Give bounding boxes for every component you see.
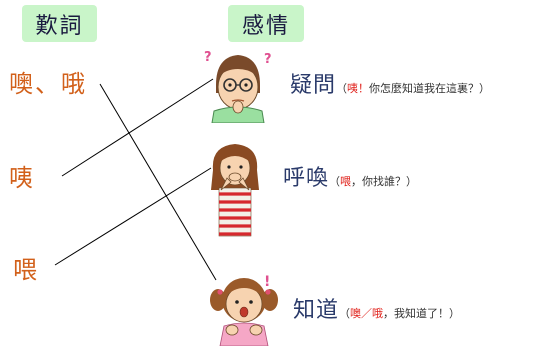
line-ou-o-to-know: [99, 83, 217, 281]
word-ou-o[interactable]: 噢、哦: [9, 70, 87, 98]
example-note: （噢／哦，我知道了！）: [339, 307, 461, 320]
example-note: （咦！你怎麼知道我在這裏？）: [336, 82, 491, 95]
svg-text:?: ?: [264, 52, 272, 67]
line-yi-to-question: [61, 78, 214, 177]
emotion-question[interactable]: 疑問（咦！你怎麼知道我在這裏？）: [290, 67, 490, 99]
thinking-boy-icon: ? ?: [204, 50, 272, 123]
example-note: （喂，你找誰？）: [329, 175, 418, 188]
header-interjection: 歎詞: [22, 5, 97, 42]
surprised-girl-icon: !: [210, 274, 278, 346]
line-wei-to-call: [54, 167, 212, 266]
emotion-label: 知道: [293, 298, 340, 323]
emotion-call[interactable]: 呼喚（喂，你找誰？）: [283, 160, 417, 192]
emotion-label: 疑問: [290, 73, 337, 98]
svg-text:?: ?: [204, 50, 212, 65]
emotion-know[interactable]: 知道（噢／哦，我知道了！）: [293, 292, 460, 324]
word-yi[interactable]: 咦: [9, 164, 35, 192]
svg-text:!: !: [264, 274, 270, 290]
calling-girl-icon: [211, 144, 259, 237]
word-wei[interactable]: 喂: [13, 256, 39, 284]
header-emotion: 感情: [228, 5, 304, 42]
emotion-label: 呼喚: [283, 166, 330, 191]
